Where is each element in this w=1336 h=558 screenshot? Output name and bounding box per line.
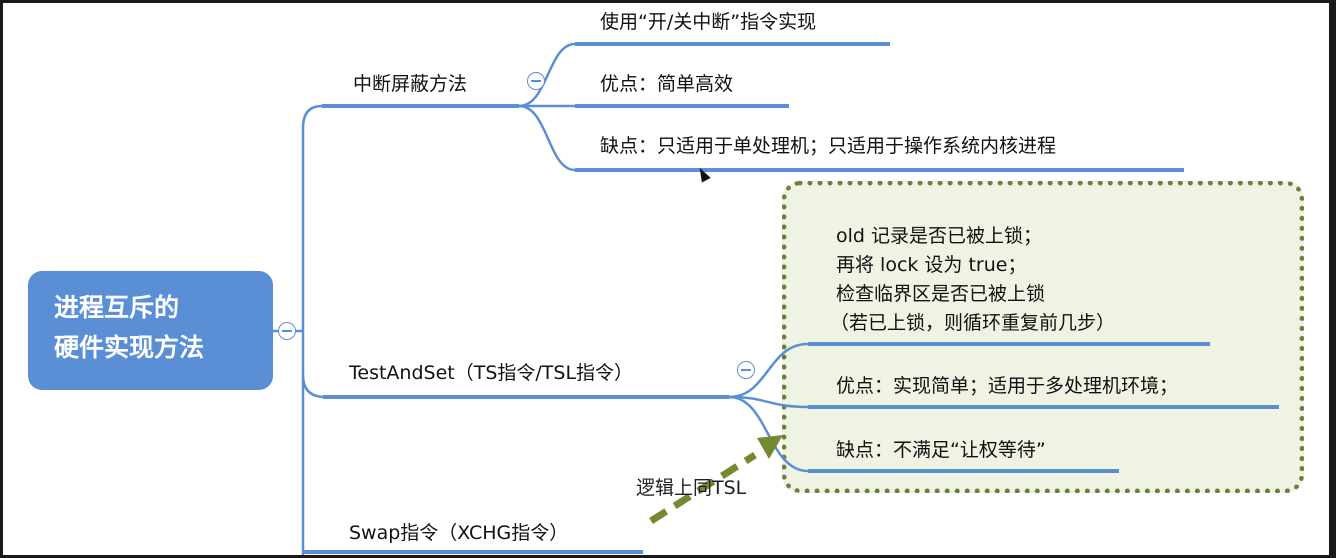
collapse-branch-1-icon[interactable] (527, 72, 545, 90)
mindmap-canvas: 进程互斥的 硬件实现方法 中断屏蔽方法 TestAndSet（TS指令/TSL指… (3, 3, 1329, 555)
collapse-branch-2-icon[interactable] (737, 361, 755, 379)
connector-b1-c1 (518, 42, 576, 108)
annotation-arrow-shaft (649, 452, 757, 524)
branch-label-testandset[interactable]: TestAndSet（TS指令/TSL指令） (349, 362, 634, 384)
root-line-1: 进程互斥的 (54, 293, 180, 322)
note-line-3: 检查临界区是否已被上锁 (836, 283, 1046, 305)
root-line-2: 硬件实现方法 (54, 333, 205, 362)
connector-b2-c3 (728, 395, 809, 473)
callout-note[interactable]: old 记录是否已被上锁； 再将 lock 设为 true； 检查临界区是否已被… (830, 222, 1115, 338)
connector-lines-2 (649, 342, 1279, 524)
connector-lines (273, 42, 1184, 555)
connector-b1-c3 (518, 104, 576, 172)
b1-child-3[interactable]: 缺点：只适用于单处理机；只适用于操作系统内核进程 (600, 135, 1057, 157)
annotation-text: 逻辑上同TSL (636, 477, 747, 499)
root-node[interactable]: 进程互斥的 硬件实现方法 (28, 271, 273, 390)
b1-child-2[interactable]: 优点：简单高效 (600, 73, 734, 95)
note-line-1: old 记录是否已被上锁； (836, 225, 1043, 247)
b2-child-2[interactable]: 缺点：不满足“让权等待” (836, 439, 1046, 461)
b2-child-1[interactable]: 优点：实现简单；适用于多处理机环境； (836, 375, 1179, 397)
collapse-root-icon[interactable] (278, 322, 296, 340)
connector-b2-c1 (728, 342, 809, 399)
b1-child-1[interactable]: 使用“开/关中断”指令实现 (600, 11, 817, 33)
note-line-4: （若已上锁，则循环重复前几步） (830, 312, 1116, 334)
note-line-2: 再将 lock 设为 true； (836, 254, 1027, 276)
connector-spine (301, 104, 323, 555)
branch-label-swap[interactable]: Swap指令（XCHG指令） (349, 522, 569, 544)
callout-box (782, 181, 1304, 493)
connector-b2-c2 (728, 395, 809, 409)
annotation-arrow-head (757, 435, 783, 459)
branch-label-interrupt-masking[interactable]: 中断屏蔽方法 (353, 73, 468, 95)
